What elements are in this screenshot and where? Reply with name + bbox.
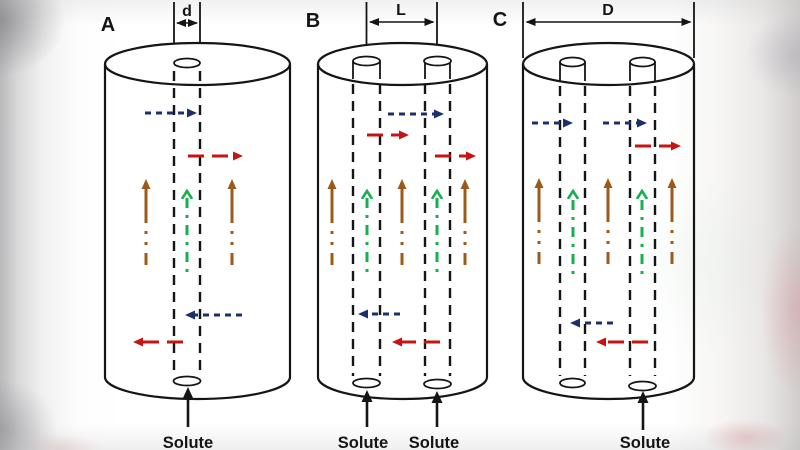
panel-c: C D Solute: [493, 2, 696, 450]
tube-mouth-top: [559, 56, 586, 68]
cylinder-bottom: [103, 376, 292, 401]
tube-mouth-bottom: [352, 377, 381, 389]
cylinder-bottom: [521, 376, 696, 401]
solute-label: Solute: [338, 434, 388, 450]
panel-a-label: A: [101, 14, 115, 36]
solute-label: Solute: [620, 434, 670, 450]
solute-label: Solute: [163, 434, 213, 450]
tube-mouth-bottom: [559, 377, 586, 389]
solute-label: Solute: [409, 434, 459, 450]
tube-mouth-top: [352, 55, 381, 67]
panel-b: B L Solute Solute: [306, 2, 489, 450]
panel-a: A d Solute: [101, 2, 292, 450]
dimension-label-d-big: D: [602, 2, 614, 19]
tube-mouth-top: [173, 57, 201, 69]
cylinder-bottom: [316, 376, 489, 401]
cylinder-top: [316, 41, 489, 87]
tube-mouth-bottom: [172, 375, 202, 387]
tube-mouth-bottom: [628, 380, 657, 392]
panel-c-label: C: [493, 9, 507, 31]
cylinder-top: [521, 41, 696, 87]
tube-mouth-top: [423, 55, 452, 67]
dimension-label-l: L: [396, 2, 406, 19]
tube-mouth-bottom: [423, 378, 452, 390]
panel-b-label: B: [306, 10, 320, 32]
dimension-label-d: d: [182, 3, 192, 20]
tube-mouth-top: [629, 56, 656, 68]
